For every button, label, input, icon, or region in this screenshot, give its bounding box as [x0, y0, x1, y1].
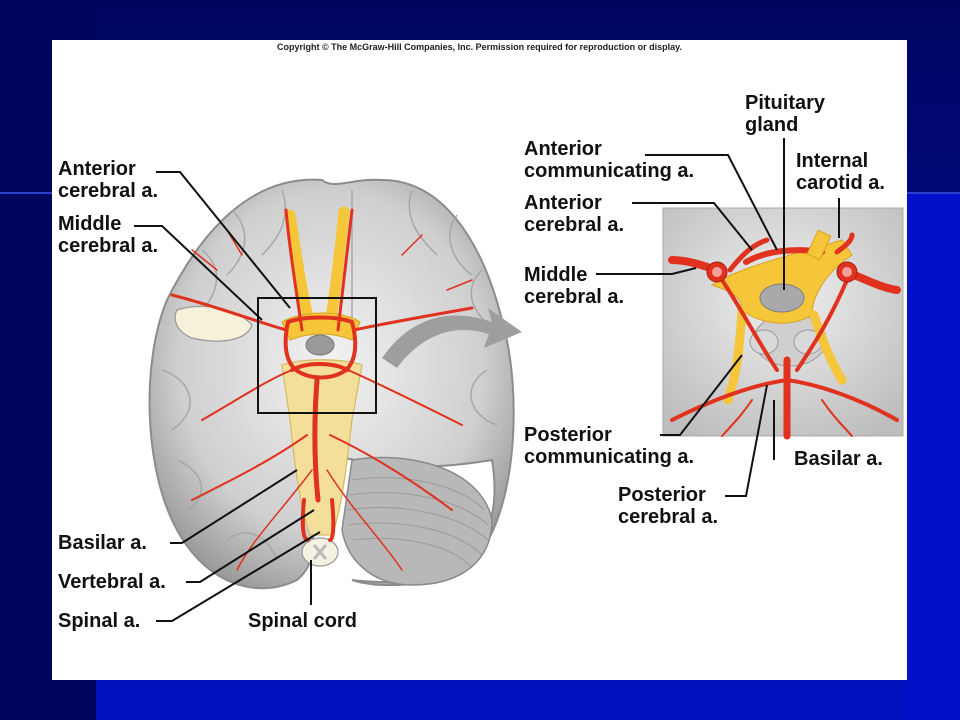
pituitary-stalk	[305, 334, 335, 356]
label-anterior-cerebral-right: Anterior cerebral a.	[524, 192, 625, 236]
cerebellum	[341, 456, 493, 586]
inset-optic-chiasm	[710, 239, 853, 324]
inset-pituitary-gland	[759, 283, 805, 313]
label-middle-cerebral-left: Middle cerebral a.	[58, 213, 159, 257]
slide-right-band	[906, 194, 960, 720]
label-middle-cerebral-right: Middle cerebral a.	[524, 264, 625, 308]
brain-inferior-view	[148, 178, 515, 590]
arterial-circle-left	[283, 315, 358, 380]
figure-panel: Copyright © The McGraw-Hill Companies, I…	[52, 40, 907, 680]
right-leader-lines	[596, 138, 840, 497]
zoom-region-box	[257, 297, 377, 414]
copyright-notice: Copyright © The McGraw-Hill Companies, I…	[276, 42, 683, 52]
olfactory-tract-left	[284, 209, 313, 318]
label-vertebral: Vertebral a.	[58, 571, 166, 593]
label-spinal-artery: Spinal a.	[58, 610, 141, 632]
label-anterior-communicating: Anterior communicating a.	[524, 138, 695, 182]
label-anterior-cerebral-left: Anterior cerebral a.	[58, 158, 159, 202]
label-posterior-cerebral: Posterior cerebral a.	[618, 484, 719, 528]
label-basilar-left: Basilar a.	[58, 532, 147, 554]
olfactory-tract-right	[326, 206, 350, 318]
label-internal-carotid: Internal carotid a.	[796, 150, 885, 194]
zoom-arrow	[382, 308, 522, 368]
label-pituitary-gland: Pituitary gland	[745, 92, 826, 136]
label-posterior-communicating: Posterior communicating a.	[524, 424, 695, 468]
brain-arteries-illustration	[134, 138, 904, 622]
left-leader-lines	[134, 171, 321, 622]
label-basilar-right: Basilar a.	[794, 448, 883, 470]
label-spinal-cord: Spinal cord	[248, 610, 357, 632]
